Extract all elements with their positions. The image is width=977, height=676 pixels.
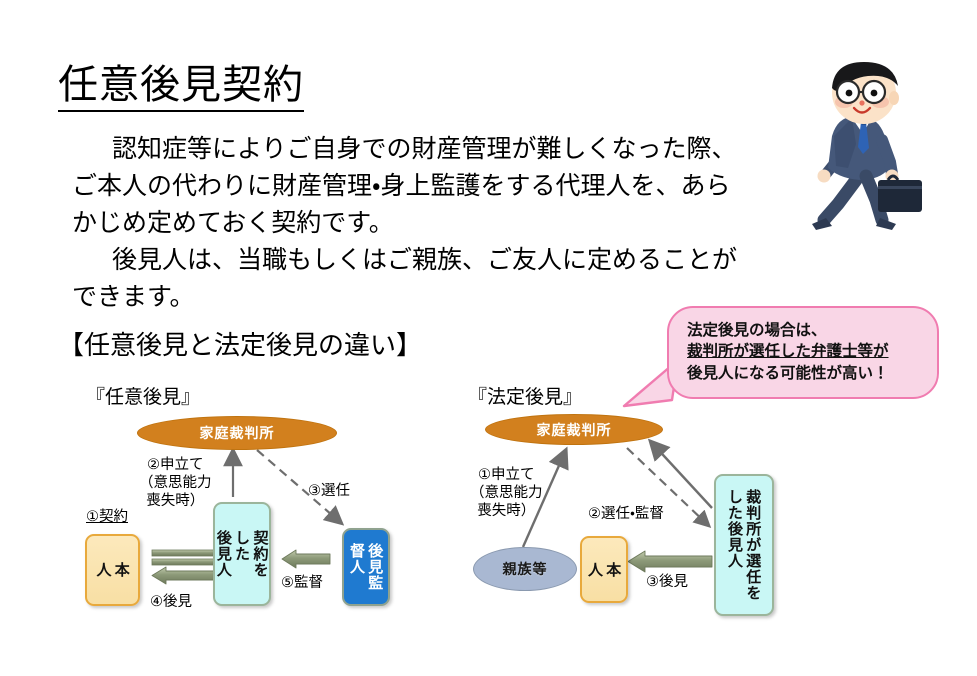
right-diagram-heading: 『法定後見』 bbox=[468, 386, 583, 408]
right-label-guardianship: ③後見 bbox=[646, 574, 688, 590]
businessman-illustration bbox=[812, 62, 922, 230]
right-label-petition: ①申立て （意思能力 喪失時） bbox=[470, 467, 543, 520]
left-label-contract: ①契約 bbox=[86, 509, 128, 525]
page-title: 任意後見契約 bbox=[58, 62, 304, 112]
left-guardian-label: 契約を した 後見人 bbox=[214, 530, 270, 578]
right-person-node: 本 人 bbox=[580, 536, 628, 603]
right-guardian-node: 裁判所が選任を した後見人 bbox=[714, 474, 774, 616]
left-person-label: 本 人 bbox=[94, 562, 131, 578]
right-family-court-node: 家庭裁判所 bbox=[485, 414, 663, 445]
right-relatives-node: 親族等 bbox=[473, 547, 577, 591]
left-guardian-node: 契約を した 後見人 bbox=[213, 502, 271, 606]
right-label-appoint-supervise: ②選任・監督 bbox=[588, 506, 664, 522]
left-supervisor-label: 後見監 督人 bbox=[348, 543, 385, 591]
callout-line-1: 法定後見の場合は、 bbox=[687, 321, 827, 339]
intro-paragraph-1: 認知症等によりご自身での財産管理が難しくなった際、ご本人の代わりに財産管理・身上… bbox=[72, 134, 737, 237]
intro-paragraph-2: 後見人は、当職もしくはご親族、ご友人に定めることができます。 bbox=[72, 245, 738, 311]
left-label-petition: ②申立て （意思能力 喪失時） bbox=[139, 457, 212, 510]
callout-line-2: 裁判所が選任した弁護士等が bbox=[687, 342, 889, 361]
section-heading: 【任意後見と法定後見の違い】 bbox=[58, 331, 423, 361]
left-label-supervise: ⑤監督 bbox=[281, 575, 323, 591]
right-guardian-label: 裁判所が選任を した後見人 bbox=[726, 489, 763, 601]
left-person-node: 本 人 bbox=[85, 534, 140, 606]
left-label-guardianship: ④後見 bbox=[150, 594, 192, 610]
callout-line-3: 後見人になる可能性が高い！ bbox=[687, 363, 889, 382]
left-label-appoint: ③選任 bbox=[308, 483, 350, 499]
left-family-court-node: 家庭裁判所 bbox=[137, 416, 337, 450]
callout-bubble: 法定後見の場合は、 裁判所が選任した弁護士等が 後見人になる可能性が高い！ bbox=[667, 306, 939, 400]
left-supervisor-node: 後見監 督人 bbox=[342, 528, 390, 606]
intro-paragraphs: 認知症等によりご自身での財産管理が難しくなった際、ご本人の代わりに財産管理・身上… bbox=[72, 130, 752, 315]
contract-double-bar bbox=[151, 549, 215, 566]
right-person-label: 本 人 bbox=[586, 561, 623, 578]
left-diagram-heading: 『任意後見』 bbox=[86, 386, 201, 408]
